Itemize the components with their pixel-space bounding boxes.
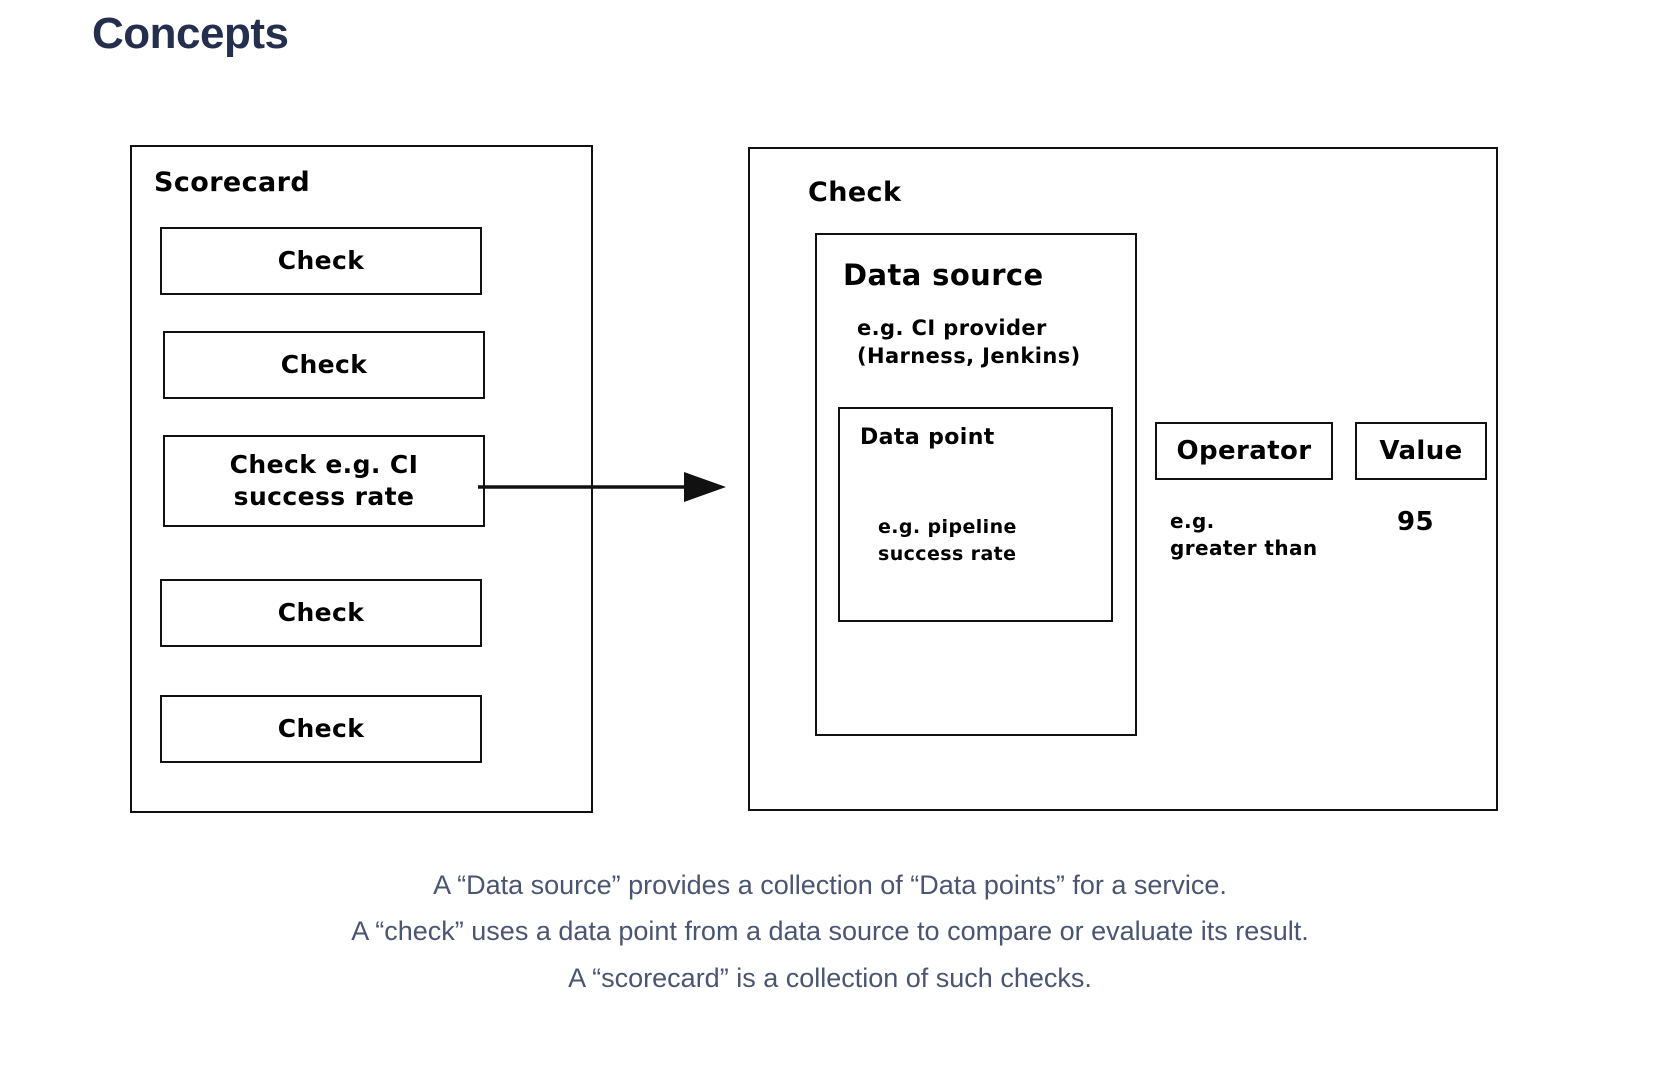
operator-label: Operator — [1176, 436, 1312, 466]
data-point-title: Data point — [860, 425, 995, 450]
check-item-label: Check — [277, 598, 365, 627]
scorecard-check-item-2[interactable]: Check — [163, 331, 485, 399]
check-item-label: Check — [277, 246, 365, 275]
check-to-detail-arrow — [478, 470, 738, 504]
scorecard-check-item-4[interactable]: Check — [160, 579, 482, 647]
check-item-label: Check e.g. CI success rate — [229, 450, 419, 511]
check-detail-label: Check — [808, 177, 902, 208]
scorecard-check-item-1[interactable]: Check — [160, 227, 482, 295]
scorecard-label: Scorecard — [154, 167, 311, 198]
arrow-icon — [478, 472, 726, 502]
data-point-box[interactable]: Data point e.g. pipeline success rate — [838, 407, 1113, 622]
operator-box[interactable]: Operator — [1155, 422, 1333, 480]
value-note: 95 — [1397, 507, 1434, 537]
value-box[interactable]: Value — [1355, 422, 1487, 480]
caption-line-1: A “Data source” provides a collection of… — [433, 870, 1227, 900]
caption-block: A “Data source” provides a collection of… — [0, 862, 1660, 1001]
check-item-label: Check — [277, 714, 365, 743]
data-source-title: Data source — [843, 258, 1044, 292]
data-point-note: e.g. pipeline success rate — [878, 516, 1017, 565]
value-label: Value — [1379, 436, 1463, 466]
check-item-label: Check — [280, 350, 368, 379]
page-title: Concepts — [92, 9, 289, 58]
data-source-note: e.g. CI provider (Harness, Jenkins) — [857, 316, 1081, 369]
scorecard-container: Scorecard Check Check Check e.g. CI succ… — [130, 145, 593, 813]
caption-line-2: A “check” uses a data point from a data … — [351, 916, 1309, 947]
caption-line-3: A “scorecard” is a collection of such ch… — [568, 962, 1092, 993]
scorecard-check-item-5[interactable]: Check — [160, 695, 482, 763]
scorecard-check-item-3[interactable]: Check e.g. CI success rate — [163, 435, 485, 527]
operator-note: e.g. greater than — [1170, 509, 1318, 560]
